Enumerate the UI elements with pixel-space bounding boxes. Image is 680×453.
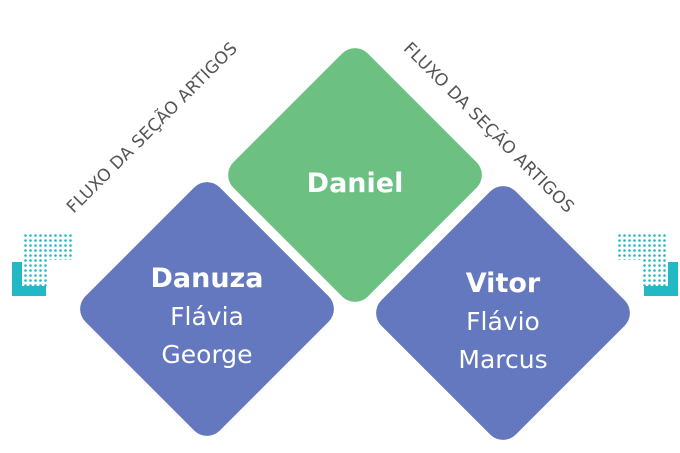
right-node-member-2: Marcus [458, 345, 548, 374]
right-node-name: Vitor [465, 268, 541, 299]
dotted-chevron-arrow-icon [616, 234, 678, 296]
left-node-member-1: Flávia [170, 302, 244, 331]
left-node-name: Danuza [150, 263, 264, 294]
center-node-name: Daniel [306, 168, 404, 199]
left-node-member-2: George [161, 340, 253, 369]
right-node-member-1: Flávio [466, 307, 540, 336]
left-node-label: Danuza Flávia George [97, 260, 317, 374]
dotted-chevron-arrow-icon [12, 234, 74, 296]
center-node-label: Daniel [245, 165, 465, 203]
right-node-label: Vitor Flávio Marcus [393, 265, 613, 379]
